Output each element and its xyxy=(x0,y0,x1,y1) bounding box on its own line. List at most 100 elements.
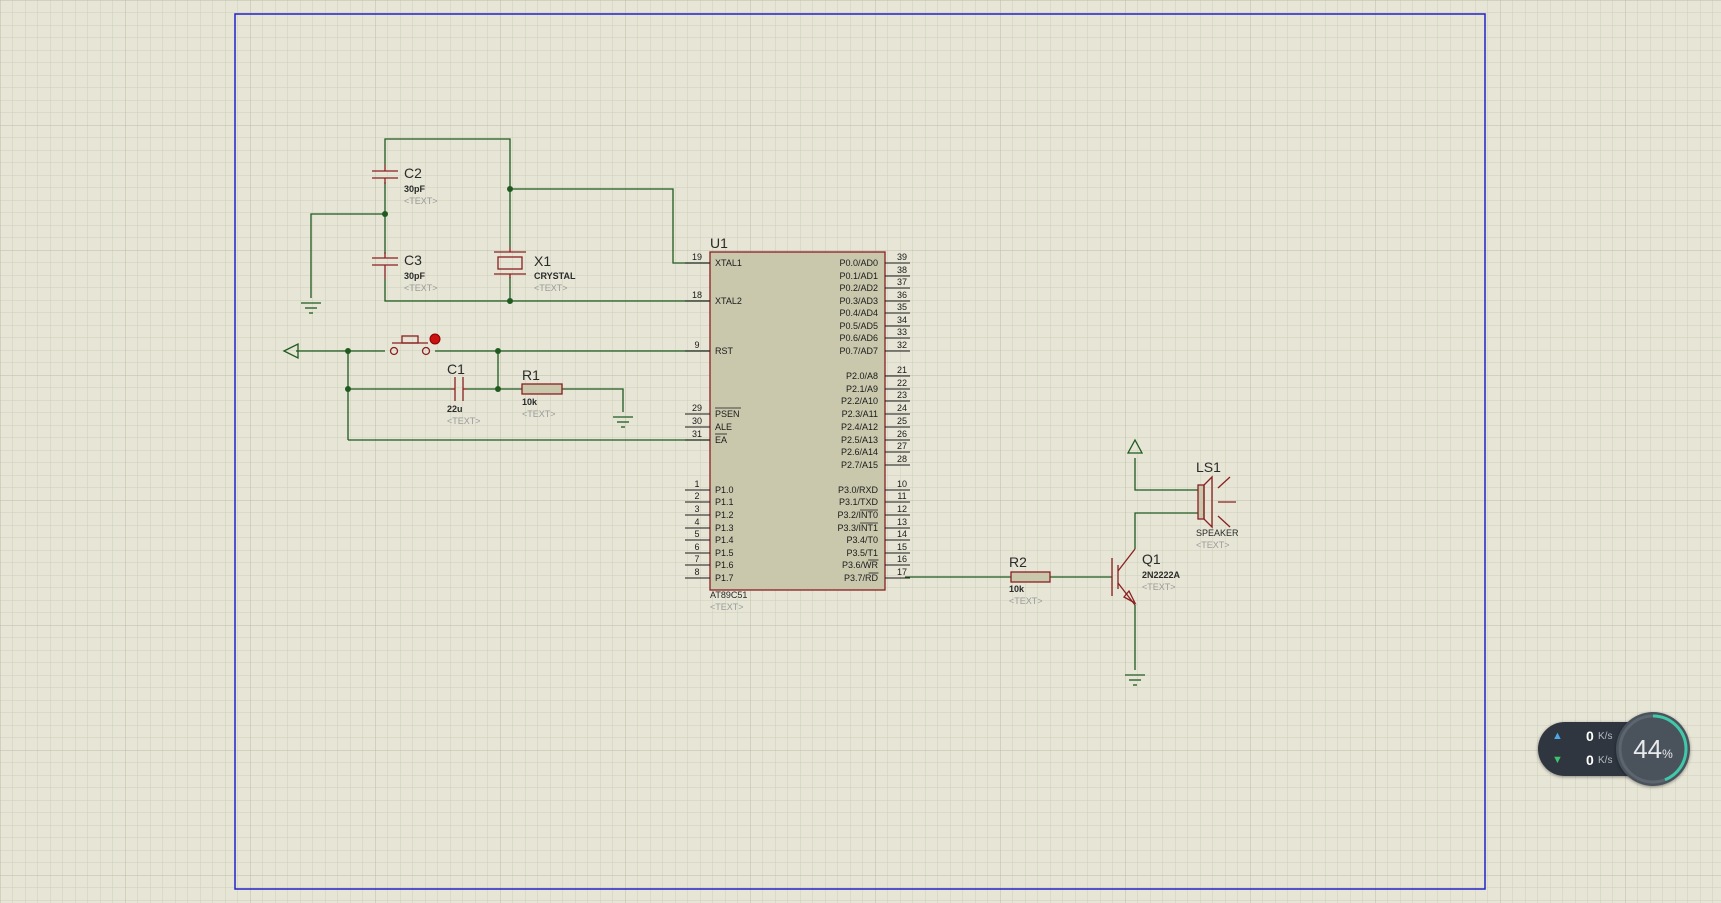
u1-pin-number: 11 xyxy=(897,491,906,501)
u1-pin-number: 9 xyxy=(694,340,699,350)
u1-pin-7[interactable]: 7P1.6 xyxy=(685,554,734,570)
u1-pin-number: 17 xyxy=(897,567,907,577)
u1-pin-label: P3.7/RD xyxy=(844,573,879,583)
c2-value: 30pF xyxy=(404,184,426,194)
x1-ref: X1 xyxy=(534,253,551,269)
u1-pin-2[interactable]: 2P1.1 xyxy=(685,491,734,507)
q1-value: 2N2222A xyxy=(1142,570,1181,580)
u1-pin-number: 29 xyxy=(692,403,702,413)
u1-pin-number: 7 xyxy=(694,554,699,564)
ls1-text: <TEXT> xyxy=(1196,540,1230,550)
u1-pin-number: 24 xyxy=(897,403,907,413)
c3-ref: C3 xyxy=(404,252,422,268)
u1-pin-label: PSEN xyxy=(715,409,740,419)
u1-pin-label: XTAL2 xyxy=(715,296,742,306)
u1-pin-number: 35 xyxy=(897,302,907,312)
download-row: ▼ 0 K/s xyxy=(1552,752,1632,774)
junctions xyxy=(345,186,513,392)
ls1-ref: LS1 xyxy=(1196,459,1221,475)
u1-pin-label: XTAL1 xyxy=(715,258,742,268)
u1-pin-label: P3.3/INT1 xyxy=(837,523,878,533)
u1-pin-label: P0.3/AD3 xyxy=(839,296,878,306)
u1-pin-number: 38 xyxy=(897,265,907,275)
u1-pin-4[interactable]: 4P1.3 xyxy=(685,517,734,533)
u1-pin-label: P0.2/AD2 xyxy=(839,283,878,293)
r2-ref: R2 xyxy=(1009,554,1027,570)
u1-pin-6[interactable]: 6P1.5 xyxy=(685,542,734,558)
capacitor-c1[interactable]: C1 22u <TEXT> xyxy=(447,361,481,426)
u1-pin-label: P3.2/INT0 xyxy=(837,510,878,520)
resistor-r2[interactable]: R2 10k <TEXT> xyxy=(1009,554,1051,606)
u1-pin-label: P2.7/A15 xyxy=(841,460,878,470)
u1-pin-number: 25 xyxy=(897,416,907,426)
u1-pin-number: 28 xyxy=(897,454,907,464)
capacitor-c3[interactable]: C3 30pF <TEXT> xyxy=(372,252,438,293)
u1-pin-label: P3.1/TXD xyxy=(839,497,879,507)
u1-pin-1[interactable]: 1P1.0 xyxy=(685,479,734,495)
cpu-usage-gauge[interactable]: 44% xyxy=(1616,712,1690,786)
capacitor-c2[interactable]: C2 30pF <TEXT> xyxy=(372,165,438,206)
ground-icon-transistor xyxy=(1125,674,1145,686)
upload-value: 0 xyxy=(1586,728,1594,744)
u1-pin-number: 33 xyxy=(897,327,907,337)
transistor-q1[interactable]: Q1 2N2222A <TEXT> xyxy=(1111,548,1181,606)
u1-pin-3[interactable]: 3P1.2 xyxy=(685,504,734,520)
network-speed-widget[interactable]: ▲ 0 K/s ▼ 0 K/s 44% xyxy=(1538,712,1690,788)
sheet-border xyxy=(234,13,1486,890)
microcontroller-u1[interactable]: U1 AT89C51 <TEXT> 19XTAL118XTAL29RST29PS… xyxy=(685,235,910,612)
u1-pin-number: 22 xyxy=(897,378,907,388)
u1-pin-number: 13 xyxy=(897,517,907,527)
u1-pin-5[interactable]: 5P1.4 xyxy=(685,529,734,545)
u1-pin-number: 37 xyxy=(897,277,907,287)
resistor-r1[interactable]: R1 10k <TEXT> xyxy=(521,367,563,419)
u1-pin-label: P3.6/WR xyxy=(842,560,879,570)
u1-pin-label: ALE xyxy=(715,422,732,432)
u1-pin-8[interactable]: 8P1.7 xyxy=(685,567,734,583)
u1-pin-number: 30 xyxy=(692,416,702,426)
crystal-x1[interactable]: X1 CRYSTAL <TEXT> xyxy=(494,247,576,293)
c3-text: <TEXT> xyxy=(404,283,438,293)
u1-pin-label: P1.3 xyxy=(715,523,734,533)
u1-pin-label: P2.4/A12 xyxy=(841,422,878,432)
reset-pushbutton[interactable] xyxy=(389,333,441,356)
u1-pin-number: 36 xyxy=(897,290,907,300)
u1-pin-number: 12 xyxy=(897,504,907,514)
ground-icon-reset xyxy=(613,416,633,428)
speaker-ls1[interactable]: LS1 SPEAKER <TEXT> xyxy=(1196,459,1239,550)
c1-value: 22u xyxy=(447,404,463,414)
x1-value: CRYSTAL xyxy=(534,271,576,281)
u1-pin-number: 1 xyxy=(694,479,699,489)
u1-pin-label: P2.5/A13 xyxy=(841,435,878,445)
